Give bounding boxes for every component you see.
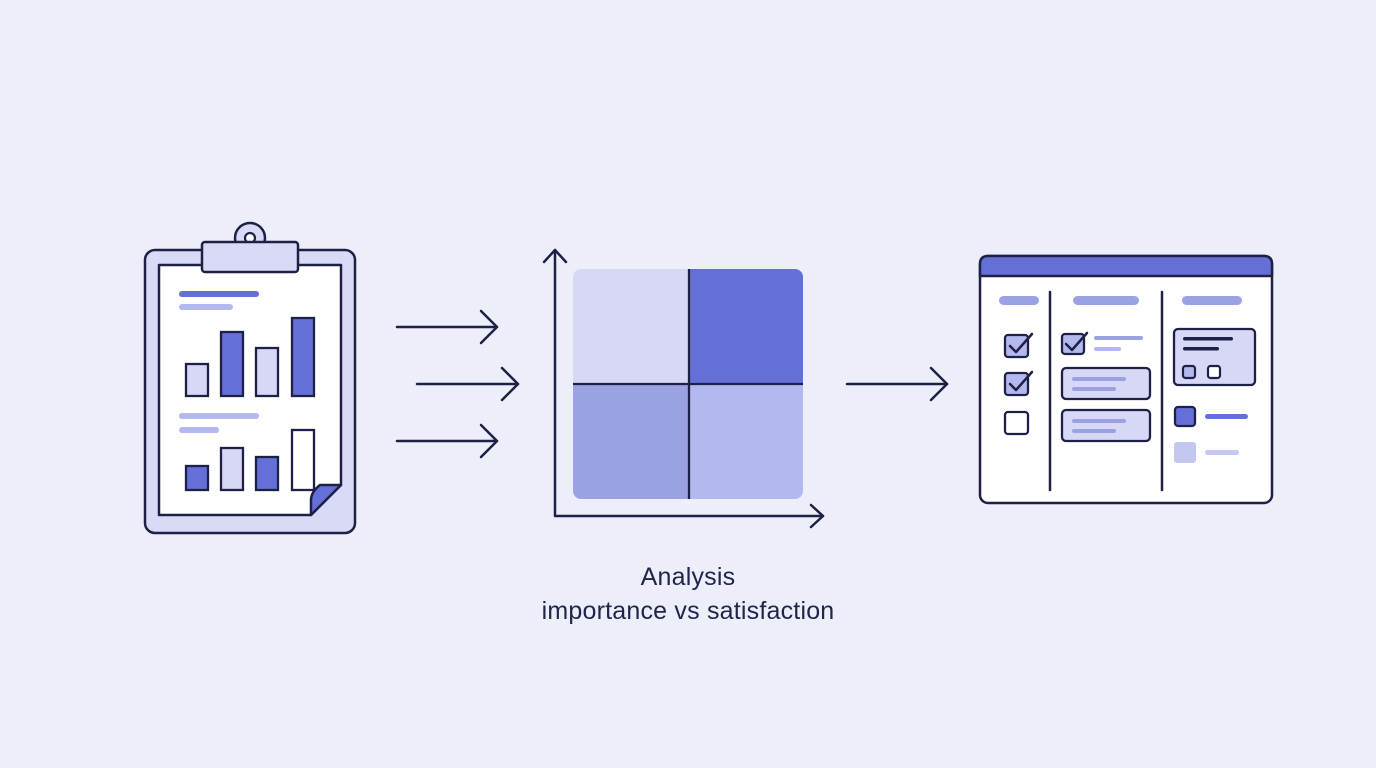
- task-marker-filled: [1173, 405, 1197, 428]
- check-icon: [1008, 332, 1034, 354]
- analysis-caption-title: Analysis: [640, 563, 736, 591]
- check-icon: [1064, 331, 1089, 352]
- task-card: [1060, 408, 1152, 443]
- report-bar: [290, 316, 316, 398]
- checkbox-empty: [1003, 410, 1030, 436]
- clipboard-report-icon: [143, 221, 357, 535]
- task-text-line: [1094, 347, 1121, 351]
- quadrant-top-left-fill: [573, 330, 689, 384]
- report-bar: [184, 362, 210, 398]
- checkbox-checked: [1003, 332, 1034, 359]
- task-marker-faded: [1174, 442, 1196, 463]
- quadrant-bottom-right-fill: [689, 384, 803, 438]
- report-bar: [219, 330, 245, 398]
- report-bar: [254, 346, 280, 398]
- report-text-line: [179, 427, 219, 433]
- task-board-icon: [978, 254, 1274, 505]
- task-text-line: [1205, 414, 1248, 419]
- arrow-right-icon: [415, 366, 520, 402]
- arrow-right-icon: [395, 309, 499, 345]
- task-text-line: [1094, 336, 1143, 340]
- column-header: [1182, 296, 1242, 305]
- quadrant-bottom-left-fill: [573, 384, 689, 438]
- board-title-bar: [978, 254, 1274, 278]
- arrow-right-icon: [395, 423, 499, 459]
- page-curl: [309, 483, 343, 517]
- arrow-right-icon: [845, 366, 949, 402]
- x-axis-arrowhead: [809, 503, 825, 529]
- checkbox-checked: [1060, 331, 1089, 356]
- analysis-caption-subtitle: importance vs satisfaction: [541, 597, 835, 625]
- column-header: [1073, 296, 1139, 305]
- task-card: [1060, 366, 1152, 401]
- task-card-expanded: [1172, 327, 1257, 387]
- report-bar: [184, 464, 210, 492]
- checkbox-checked: [1003, 370, 1034, 397]
- quadrant-top-right-fill: [689, 330, 803, 384]
- clip-bar: [200, 240, 300, 274]
- report-heading-line: [179, 291, 259, 297]
- quadrant-matrix-icon: [542, 248, 825, 529]
- report-text-line: [179, 413, 259, 419]
- y-axis: [553, 248, 825, 518]
- report-bar: [219, 446, 245, 492]
- column-header: [999, 296, 1039, 305]
- report-bar: [290, 428, 316, 492]
- check-icon: [1008, 370, 1034, 392]
- matrix-axes: [542, 248, 825, 529]
- task-text-line: [1205, 450, 1239, 455]
- input-arrows: [395, 309, 520, 459]
- report-bar: [254, 455, 280, 492]
- report-subheading-line: [179, 304, 233, 310]
- y-axis-arrowhead: [542, 248, 568, 264]
